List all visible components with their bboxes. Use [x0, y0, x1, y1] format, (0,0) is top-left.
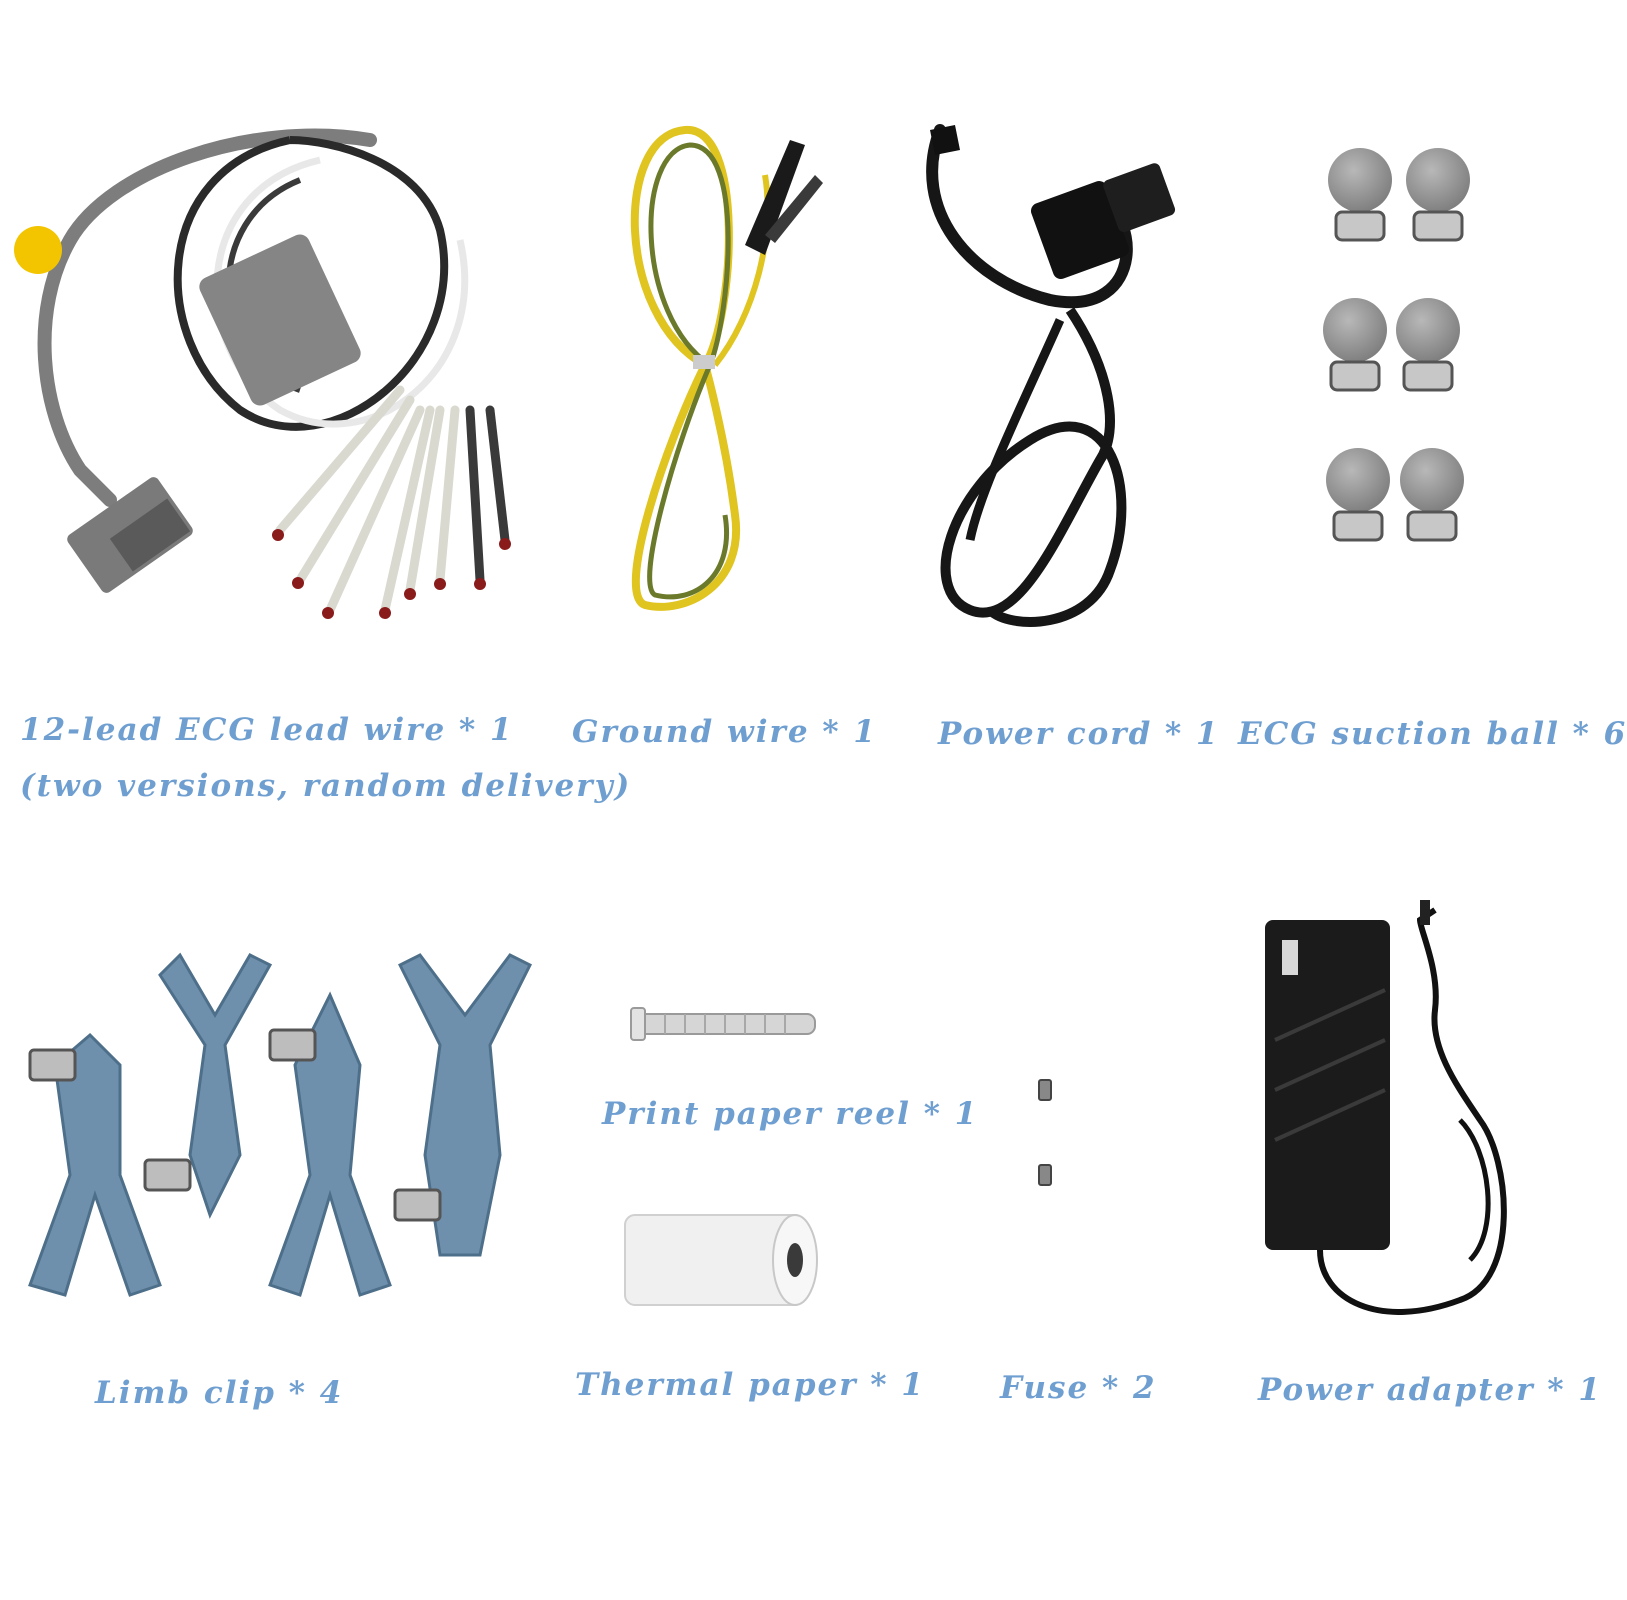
- caption-paper-reel: Print paper reel * 1: [602, 1096, 979, 1132]
- caption-limb-clip: Limb clip * 4: [95, 1375, 344, 1411]
- power-cord-icon: [910, 110, 1200, 640]
- caption-ecg-lead-wire-note: (two versions, random delivery): [20, 768, 632, 804]
- caption-thermal-paper: Thermal paper * 1: [575, 1367, 925, 1403]
- thermal-paper-icon: [620, 1210, 820, 1310]
- limb-clip-icon: [10, 952, 540, 1335]
- caption-power-cord: Power cord * 1: [938, 716, 1220, 752]
- power-adapter-icon: [1260, 900, 1540, 1340]
- caption-power-adapter: Power adapter * 1: [1258, 1372, 1602, 1408]
- caption-ground-wire: Ground wire * 1: [572, 714, 877, 750]
- caption-suction-ball: ECG suction ball * 6: [1238, 716, 1627, 752]
- caption-ecg-lead-wire: 12-lead ECG lead wire * 1: [20, 712, 514, 748]
- ecg-lead-wire-icon: [0, 110, 560, 630]
- paper-reel-icon: [625, 1000, 825, 1050]
- fuse-icon: [1035, 1075, 1055, 1195]
- ground-wire-icon: [605, 115, 845, 625]
- suction-ball-icon: [1320, 140, 1480, 560]
- caption-fuse: Fuse * 2: [1000, 1370, 1157, 1406]
